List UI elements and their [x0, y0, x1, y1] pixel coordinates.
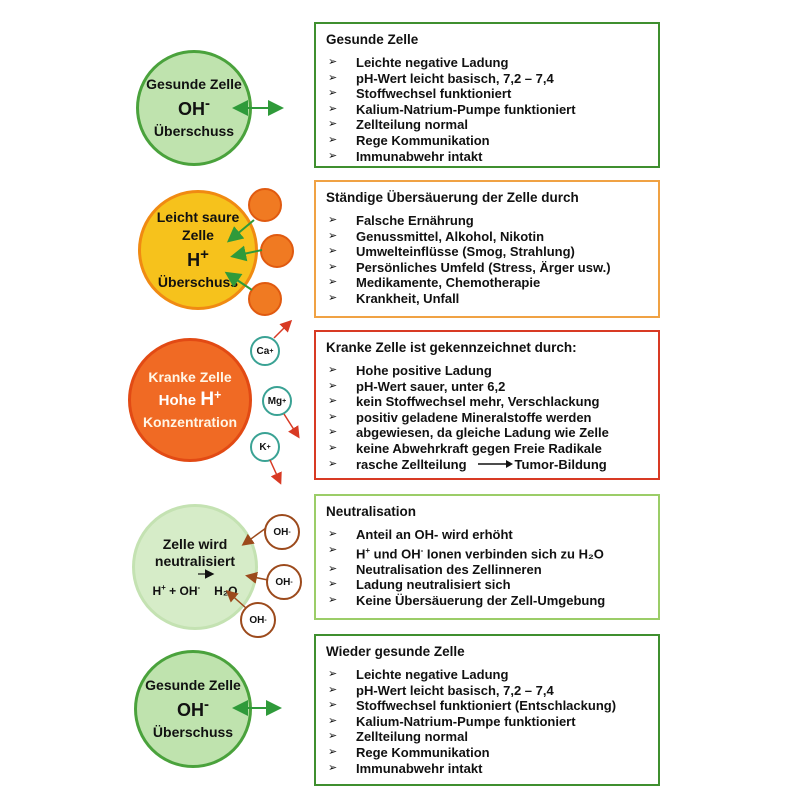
neutralized-cell-label2: neutralisiert — [154, 553, 236, 569]
neutralization-box: Neutralisation Anteil an OH- wird erhöht… — [314, 494, 660, 620]
sick-cell-list: Hohe positive Ladung pH-Wert sauer, unte… — [326, 363, 648, 473]
list-item: kein Stoffwechsel mehr, Verschlackung — [326, 394, 648, 410]
neutralized-cell-circle: Zelle wird neutralisiert H+ + OH-H₂O — [132, 504, 258, 630]
list-item: Umwelteinflüsse (Smog, Strahlung) — [326, 244, 648, 260]
list-item: positiv geladene Mineralstoffe werden — [326, 410, 648, 426]
list-item: pH-Wert leicht basisch, 7,2 – 7,4 — [326, 71, 648, 87]
list-item: pH-Wert sauer, unter 6,2 — [326, 379, 648, 395]
acidic-cell-surplus: Überschuss — [157, 273, 239, 290]
list-item: H+ und OH- Ionen verbinden sich zu H₂O — [326, 543, 648, 562]
neutralization-title: Neutralisation — [326, 504, 417, 519]
list-item: Krankheit, Unfall — [326, 291, 648, 307]
list-item: Medikamente, Chemotherapie — [326, 275, 648, 291]
list-item: Leichte negative Ladung — [326, 55, 648, 71]
list-item: Falsche Ernährung — [326, 213, 648, 229]
sick-cell-title: Kranke Zelle ist gekennzeichnet durch: — [326, 340, 577, 355]
list-item: Immunabwehr intakt — [326, 761, 648, 777]
list-item: Rege Kommunikation — [326, 745, 648, 761]
list-item: pH-Wert leicht basisch, 7,2 – 7,4 — [326, 683, 648, 699]
healthy-cell-surplus: Überschuss — [153, 122, 235, 139]
list-item: Anteil an OH- wird erhöht — [326, 527, 648, 543]
tumor-arrow-icon — [477, 457, 513, 473]
list-item: Genussmittel, Alkohol, Nikotin — [326, 229, 648, 245]
list-item: Immunabwehr intakt — [326, 149, 648, 165]
list-item: Ladung neutralisiert sich — [326, 577, 648, 593]
healthy-again-cell-surplus: Überschuss — [152, 723, 234, 740]
acid-arrow-2 — [230, 245, 263, 262]
acid-orb-1 — [248, 188, 282, 222]
acidification-title: Ständige Übersäuerung der Zelle durch — [326, 190, 579, 205]
acid-arrow-1 — [226, 219, 255, 243]
list-item: Rege Kommunikation — [326, 133, 648, 149]
list-item-continuation: abgewiesen, da gleiche Ladung wie Zelle — [326, 425, 648, 441]
potassium-ion: K+ — [250, 432, 280, 462]
healthy-again-box: Wieder gesunde Zelle Leichte negative La… — [314, 634, 660, 786]
hydroxide-ion-1: OH- — [264, 514, 300, 550]
potassium-arrow — [269, 459, 282, 485]
hydroxide-arrow-3 — [225, 590, 247, 609]
acidification-box: Ständige Übersäuerung der Zelle durch Fa… — [314, 180, 660, 318]
neutralized-cell-label1: Zelle wird — [162, 535, 228, 552]
magnesium-arrow — [283, 413, 300, 439]
calcium-ion: Ca+ — [250, 336, 280, 366]
sick-cell-box: Kranke Zelle ist gekennzeichnet durch: H… — [314, 330, 660, 480]
list-item: Kalium-Natrium-Pumpe funktioniert — [326, 102, 648, 118]
healthy-again-cell-ion: OH- — [177, 696, 209, 721]
list-item: keine Abwehrkraft gegen Freie Radikale — [326, 441, 648, 457]
list-item: Neutralisation des Zellinneren — [326, 562, 648, 578]
healthy-cell-ion: OH- — [178, 95, 210, 120]
calcium-arrow — [273, 319, 293, 339]
acidic-cell-label1: Leicht saure — [156, 209, 240, 225]
acid-orb-3 — [248, 282, 282, 316]
acidic-cell-label2: Zelle — [182, 226, 214, 243]
neutralization-list: Anteil an OH- wird erhöht H+ und OH- Ion… — [326, 527, 648, 608]
sick-cell-label: Kranke Zelle — [148, 368, 232, 385]
list-item: Hohe positive Ladung — [326, 363, 648, 379]
sick-cell-circle: Kranke Zelle Hohe H+ Konzentration — [128, 338, 252, 462]
healthy-cell-box: Gesunde Zelle Leichte negative Ladung pH… — [314, 22, 660, 168]
healthy-again-list: Leichte negative Ladung pH-Wert leicht b… — [326, 667, 648, 776]
healthy-again-title: Wieder gesunde Zelle — [326, 644, 465, 659]
acidification-list: Falsche Ernährung Genussmittel, Alkohol,… — [326, 213, 648, 307]
healthy-cell-title: Gesunde Zelle — [326, 32, 419, 47]
acid-arrow-3 — [224, 271, 253, 291]
healthy-cell-list: Leichte negative Ladung pH-Wert leicht b… — [326, 55, 648, 164]
list-item: Keine Übersäuerung der Zell-Umgebung — [326, 593, 648, 609]
list-item: Zellteilung normal — [326, 729, 648, 745]
hydroxide-arrow-2 — [245, 571, 269, 584]
healthy-cell-label: Gesunde Zelle — [146, 75, 242, 92]
sick-cell-ion: Hohe H+ — [158, 388, 222, 411]
list-item: Zellteilung normal — [326, 117, 648, 133]
healthy-again-cell-label: Gesunde Zelle — [145, 676, 241, 693]
magnesium-ion: Mg+ — [262, 386, 292, 416]
sick-cell-concentration: Konzentration — [142, 413, 238, 430]
list-item: Leichte negative Ladung — [326, 667, 648, 683]
list-item: Kalium-Natrium-Pumpe funktioniert — [326, 714, 648, 730]
acidic-cell-ion: H+ — [187, 246, 209, 270]
hydroxide-ion-2: OH- — [266, 564, 302, 600]
list-item: Stoffwechsel funktioniert — [326, 86, 648, 102]
list-item: Persönliches Umfeld (Stress, Ärger usw.) — [326, 260, 648, 276]
list-item: Stoffwechsel funktioniert (Entschlackung… — [326, 698, 648, 714]
hydroxide-arrow-1 — [241, 527, 267, 546]
